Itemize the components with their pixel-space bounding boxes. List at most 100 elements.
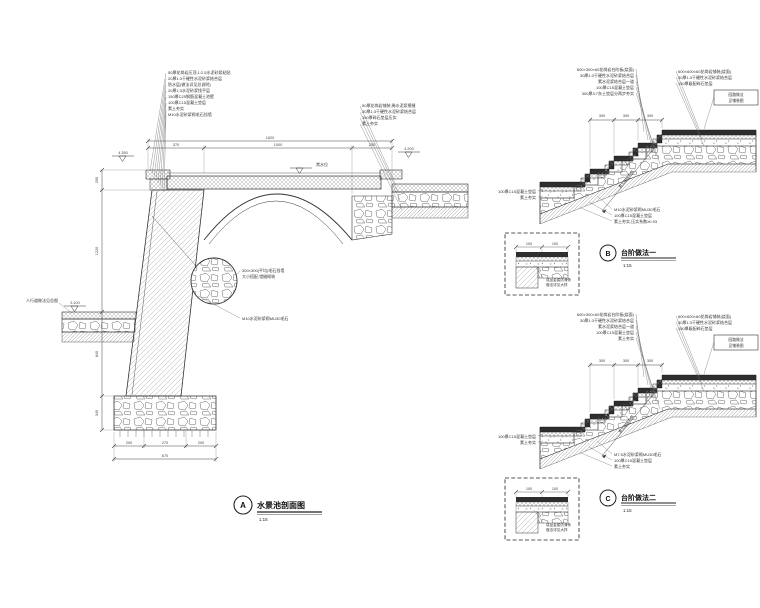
annotation-label: 300厚3:7灰土垫层分两步夯实 <box>582 90 634 96</box>
section-c-labels: 600×300×60花岗岩台阶板(烧面) 30厚1:3干硬性水泥砂浆结合层 素水… <box>498 311 744 532</box>
coping-right <box>379 169 403 180</box>
sidewalk-base-layer <box>391 191 469 208</box>
detail-note-leader <box>533 264 545 280</box>
detail-note: 大小搭配,错缝砌筑 <box>242 273 275 279</box>
annotation-label: 600×300×60花岗岩台阶板(烧面) <box>577 66 635 72</box>
annotation-label: 30厚1:3干硬性水泥砂浆结合层 <box>580 317 634 323</box>
detail-note: 成品金属防滑条 <box>546 522 572 527</box>
stair-section-c-geometry <box>504 313 759 541</box>
annotation-label: 100厚C15混凝土垫层 <box>596 84 634 90</box>
dim-ext-bottom <box>113 430 217 462</box>
detail-tag-a <box>233 495 253 515</box>
dim-total-label: 670 <box>162 454 168 458</box>
annotation-label: 素水泥浆结合层一道 <box>598 323 634 329</box>
annotation-label: 素土夯实 <box>520 439 536 445</box>
annotation-label: 100厚C15混凝土垫层 <box>614 457 652 463</box>
leader-lower-left <box>537 188 544 198</box>
annotation-label: 600×600×60花岗岩铺装(烧面) <box>678 68 732 74</box>
dim-label: 100 <box>526 242 532 246</box>
dim-label: 370 <box>173 143 179 147</box>
annotation-label: M10水泥砂浆砌毛石挡墙 <box>168 111 212 117</box>
leader-fan-right <box>675 70 705 147</box>
drawing-scale: 1:15 <box>623 263 632 268</box>
box-note: 见铺装图 <box>728 98 743 103</box>
walkway-subgrade-layer <box>61 331 135 343</box>
slope-arrowhead-icon <box>602 209 607 214</box>
box-note-leader <box>703 96 715 130</box>
walkway-paving-layer <box>61 311 137 320</box>
annotation-label: 素土夯实,压实系数≥0.93 <box>614 218 658 224</box>
dim-label: 300 <box>623 114 629 118</box>
detail-tag-letter: A <box>240 501 246 510</box>
masonry-note: M10水泥砂浆砌MU30毛石 <box>242 315 288 321</box>
annotation-label: 600×300×60花岗岩台阶板(烧面) <box>577 311 635 317</box>
annotation-label: 100厚C15混凝土垫层 <box>498 188 536 194</box>
annotation-label: 50厚花岗岩铺装,稀水泥浆擦缝 <box>362 102 416 108</box>
dim-label: 270 <box>162 441 168 445</box>
box-note: 园路做法 <box>728 337 743 342</box>
annotation-label: 素水泥浆结合层一道 <box>598 78 634 84</box>
detail-tag-letter: C <box>605 496 610 503</box>
dim-label: 840 <box>95 351 99 357</box>
dim-ext-treads <box>589 118 663 167</box>
drawing-title: 台阶做法二 <box>621 493 656 502</box>
arch-outer-curve <box>203 193 353 241</box>
detail-wall-hatch <box>515 266 539 289</box>
drawing-scale: 1:15 <box>259 517 268 522</box>
section-edge-lines <box>539 130 757 224</box>
annotation-label: M7.5水泥砂浆砌MU30毛石 <box>614 451 662 457</box>
subsoil-ticks <box>119 430 209 437</box>
detail-rubble <box>537 266 569 279</box>
dim-label: 300 <box>647 114 653 118</box>
pool-bottom-slab <box>166 175 382 190</box>
annotation-label: 素土夯实 <box>520 194 536 200</box>
annotation-label: 100厚C15混凝土垫层 <box>168 99 206 105</box>
detail-note: 做法详见大样 <box>546 527 568 532</box>
dim-ticks-bottom-total <box>111 456 219 462</box>
annotation-label: 150厚C25钢筋混凝土池壁 <box>168 93 214 99</box>
walkway-leader <box>58 302 73 314</box>
dim-label: 100 <box>526 487 532 491</box>
sidewalk-paving-layer <box>391 183 469 193</box>
dim-label: 200 <box>126 441 132 445</box>
walkway-note: 人行道做法见总图 <box>26 297 58 303</box>
leader-fan-left <box>635 68 661 165</box>
annotation-label: 100厚C15混凝土垫层 <box>596 329 634 335</box>
dim-label: 250 <box>369 143 375 147</box>
annotation-label: 100厚C15混凝土垫层 <box>498 433 536 439</box>
dim-label: 300 <box>599 359 605 363</box>
annotation-label: 150厚级配碎石垫层 <box>678 325 713 331</box>
sidewalk-subgrade-layer <box>391 206 469 219</box>
detail-bubble-leader <box>151 215 197 267</box>
drawing-title: 台阶做法一 <box>621 248 656 257</box>
dim-ticks-left <box>99 167 105 433</box>
level-value: 4.350 <box>118 151 128 155</box>
detail-dim-ext <box>515 248 569 252</box>
annotation-label: 150厚碎石垫层压实 <box>362 114 397 120</box>
drawing-title: 水景池剖面图 <box>256 500 305 510</box>
annotation-label: 100厚C15混凝土垫层 <box>614 212 652 218</box>
stair-section-geometry <box>504 68 759 296</box>
dim-label: 340 <box>95 410 99 416</box>
annotation-label: 30厚1:3干硬性水泥砂浆结合层 <box>362 108 416 114</box>
leader-lines-top-right <box>359 105 403 211</box>
annotation-label: 150厚级配碎石垫层 <box>678 80 713 86</box>
detail-dim-ticks <box>513 244 571 250</box>
detail-tag-circle <box>599 244 617 262</box>
dim-label: 1220 <box>95 247 99 255</box>
dim-ticks-bottom <box>111 443 219 449</box>
masonry-detail-bubble <box>190 257 238 305</box>
leader-lines-top-left <box>149 72 167 193</box>
box-note: 园路做法 <box>728 92 743 97</box>
leader-below <box>580 195 613 222</box>
annotation-label: 30厚1:3干硬性水泥砂浆结合层 <box>678 74 732 80</box>
box-note-frame <box>713 89 759 106</box>
annotation-label: 50厚花岗岩压顶,1:2.5水泥砂浆粘贴 <box>168 69 230 75</box>
detail-concrete-band <box>515 260 569 268</box>
detail-leaders <box>197 270 241 319</box>
water-level-label: 常水位 <box>316 161 328 167</box>
annotation-label: 素土夯实 <box>614 463 630 469</box>
level-value: 3.100 <box>70 301 80 305</box>
detail-note: 成品金属防滑条 <box>546 277 572 282</box>
